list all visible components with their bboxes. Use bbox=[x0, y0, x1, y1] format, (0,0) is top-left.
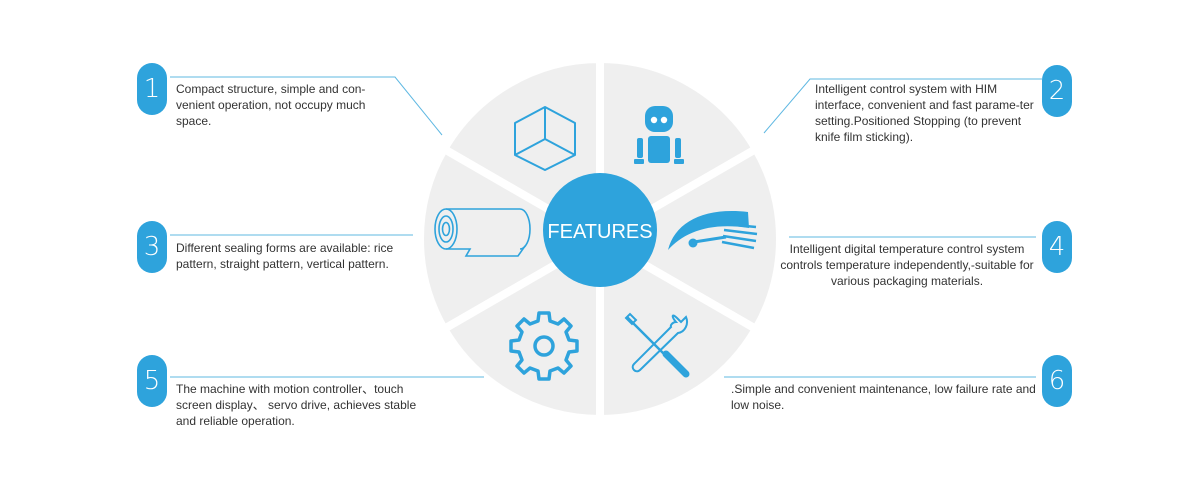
tools-icon bbox=[624, 312, 690, 378]
center-label: FEATURES bbox=[547, 221, 652, 243]
feature-2-text: Intelligent control system with HIM inte… bbox=[815, 82, 1034, 144]
feature-4-text: Intelligent digital temperature control … bbox=[780, 242, 1034, 288]
feature-5-text: The machine with motion controller、touch… bbox=[176, 382, 417, 428]
feature-3-badge: 3 bbox=[137, 221, 167, 273]
segment-3 bbox=[416, 143, 609, 335]
robot-icon bbox=[634, 106, 684, 164]
cube-icon bbox=[514, 106, 576, 171]
leader-lines bbox=[170, 76, 1042, 378]
film-roll-icon bbox=[434, 208, 531, 257]
feature-6-badge: 6 bbox=[1042, 355, 1072, 407]
gauge-icon bbox=[668, 211, 758, 250]
segment-6 bbox=[596, 232, 762, 424]
feature-1-text: Compact structure, simple and con-venien… bbox=[176, 82, 366, 128]
feature-2-badge: 2 bbox=[1042, 65, 1072, 117]
leader-2 bbox=[763, 78, 1042, 134]
center-circle bbox=[543, 173, 657, 287]
segment-5 bbox=[438, 232, 604, 424]
feature-6-text: .Simple and convenient maintenance, low … bbox=[731, 382, 1036, 412]
feature-4-badge: 4 bbox=[1042, 221, 1072, 273]
gear-icon bbox=[509, 311, 579, 381]
feature-3-text: Different sealing forms are available: r… bbox=[176, 241, 394, 271]
feature-5-badge: 5 bbox=[137, 355, 167, 407]
leader-1 bbox=[170, 76, 443, 136]
segment-4 bbox=[591, 143, 784, 335]
feature-1-badge: 1 bbox=[137, 63, 167, 115]
